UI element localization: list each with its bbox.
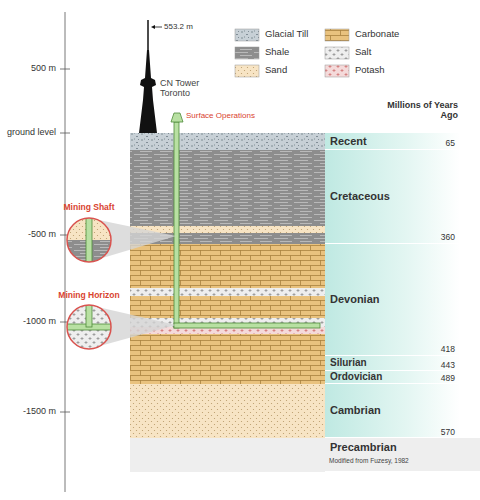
period-name: Silurian bbox=[325, 358, 367, 368]
legend-swatch bbox=[235, 47, 259, 59]
shaft-detail bbox=[86, 217, 92, 263]
height-arrowhead bbox=[151, 25, 155, 29]
age-label: 360 bbox=[405, 233, 455, 243]
period-band: Cretaceous bbox=[325, 150, 460, 244]
column-heading: Millions of Years Ago bbox=[385, 100, 458, 121]
mine-tunnel bbox=[174, 323, 320, 328]
legend-label: Glacial Till bbox=[265, 29, 308, 40]
legend-swatch bbox=[325, 47, 349, 59]
legend-label: Potash bbox=[355, 65, 385, 76]
height-label: 553.2 m bbox=[164, 22, 193, 31]
period-band: Cambrian bbox=[325, 384, 460, 438]
tower-body bbox=[139, 50, 157, 133]
age-label: 65 bbox=[405, 139, 455, 149]
age-label: 570 bbox=[405, 428, 455, 438]
depth-label: -1500 m bbox=[1, 406, 56, 416]
callout-content bbox=[66, 304, 112, 350]
sand-layer bbox=[130, 384, 325, 438]
period-name: Recent bbox=[325, 136, 367, 147]
salt-detail bbox=[66, 304, 112, 350]
depth-label: -1000 m bbox=[1, 316, 56, 326]
depth-label: -500 m bbox=[1, 229, 56, 239]
mine-workings bbox=[171, 113, 320, 328]
basement-layer bbox=[130, 438, 325, 472]
salt-layer bbox=[130, 288, 325, 296]
legend-swatch bbox=[325, 29, 349, 41]
period-band: Precambrian bbox=[325, 438, 480, 472]
callout-label: Surface Operations bbox=[186, 111, 255, 120]
callout-horizon bbox=[66, 304, 176, 350]
legend bbox=[235, 29, 349, 77]
period-band: Devonian bbox=[325, 244, 460, 356]
period-name: Cretaceous bbox=[325, 191, 390, 202]
period-name: Devonian bbox=[325, 294, 380, 305]
depth-label: 500 m bbox=[1, 63, 56, 73]
carbonate-layer bbox=[130, 296, 325, 318]
period-name: Ordovician bbox=[325, 372, 382, 382]
callout-circle bbox=[67, 305, 111, 349]
till-layer bbox=[130, 133, 325, 150]
period-band: Recent bbox=[325, 133, 460, 150]
mine-shaft bbox=[174, 122, 179, 328]
shaft-detail bbox=[86, 304, 92, 327]
period-band: Silurian bbox=[325, 356, 460, 371]
headframe bbox=[171, 113, 183, 122]
period-band: Ordovician bbox=[325, 371, 460, 384]
depth-label: ground level bbox=[1, 127, 56, 137]
sand-layer bbox=[130, 226, 325, 233]
legend-label: Sand bbox=[265, 65, 287, 76]
source-note: Modified from Fuzesy, 1982 bbox=[329, 457, 409, 464]
cn-tower bbox=[139, 20, 162, 133]
callout-label: Mining Shaft bbox=[39, 203, 139, 213]
callout-shaft bbox=[66, 217, 176, 263]
depth-axis bbox=[60, 12, 70, 492]
tower-antenna bbox=[147, 20, 149, 52]
age-label: 418 bbox=[405, 345, 455, 355]
callout-content bbox=[66, 217, 112, 263]
age-label: 443 bbox=[405, 361, 455, 371]
period-name: Precambrian bbox=[325, 442, 397, 453]
period-name: Cambrian bbox=[325, 405, 381, 416]
legend-swatch bbox=[235, 65, 259, 77]
carbonate-layer bbox=[130, 244, 325, 288]
legend-label: Carbonate bbox=[355, 29, 399, 40]
shale-layer bbox=[130, 150, 325, 226]
legend-swatch bbox=[235, 29, 259, 41]
landmark-label: CN Tower Toronto bbox=[160, 78, 210, 99]
carbonate-layer bbox=[130, 334, 325, 384]
legend-label: Shale bbox=[265, 47, 289, 58]
legend-label: Salt bbox=[355, 47, 371, 58]
age-label: 489 bbox=[405, 374, 455, 384]
legend-swatch bbox=[325, 65, 349, 77]
rock-layers bbox=[130, 133, 325, 472]
axis-line bbox=[65, 12, 66, 492]
callout-circle bbox=[67, 218, 111, 262]
callout-label: Mining Horizon bbox=[39, 291, 139, 301]
